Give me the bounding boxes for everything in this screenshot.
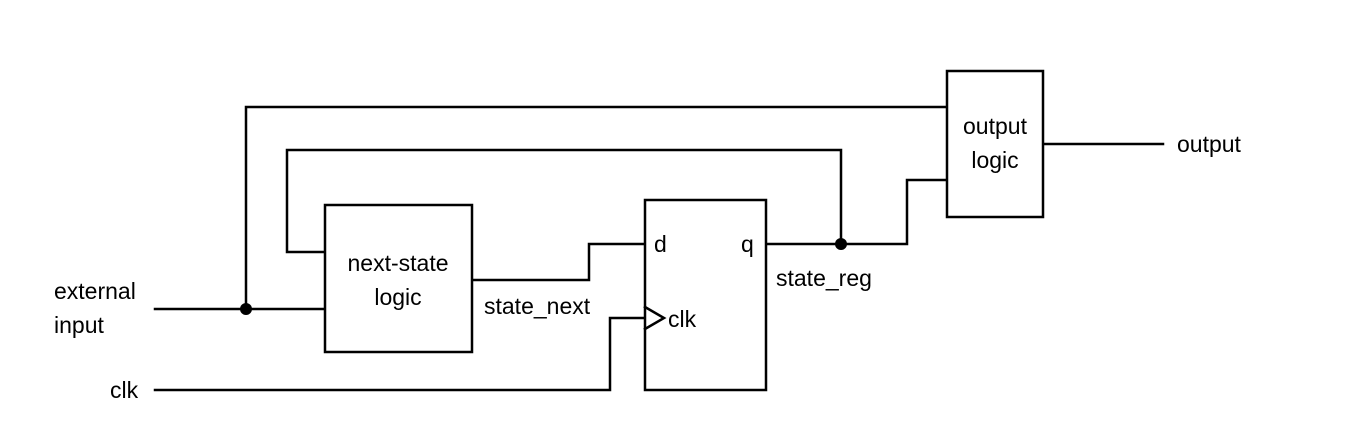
state-reg-junction: [835, 238, 847, 250]
external-input-junction: [240, 303, 252, 315]
state-next-label: state_next: [484, 293, 591, 319]
output-logic-label-line2: logic: [971, 147, 1018, 173]
state-register-block: d q clk: [643, 198, 768, 392]
clk-signal-label: clk: [110, 377, 139, 403]
clock-triangle-icon: [643, 305, 667, 331]
register-q-port-label: q: [741, 231, 754, 257]
state-register-box: [643, 198, 768, 392]
register-d-port-label: d: [654, 231, 667, 257]
next-state-logic-box: [323, 203, 474, 354]
output-logic-box: [945, 69, 1045, 219]
register-clk-port-label: clk: [668, 306, 697, 332]
external-input-to-output-logic-wire: [244, 105, 949, 311]
next-state-logic-label-line1: next-state: [348, 250, 449, 276]
output-logic-block: output logic: [945, 69, 1045, 219]
clk-wire: [153, 316, 647, 392]
output-label: output: [1177, 131, 1242, 157]
state-reg-label: state_reg: [776, 265, 872, 291]
next-state-logic-block: next-state logic: [323, 203, 474, 354]
state-feedback-wire: [285, 148, 843, 254]
external-input-label-line2: input: [54, 312, 104, 338]
state-reg-wire: [764, 178, 949, 246]
external-input-label-line1: external: [54, 278, 136, 304]
output-logic-label-line1: output: [963, 113, 1028, 139]
next-state-logic-label-line2: logic: [374, 284, 421, 310]
state-next-wire: [470, 242, 647, 282]
